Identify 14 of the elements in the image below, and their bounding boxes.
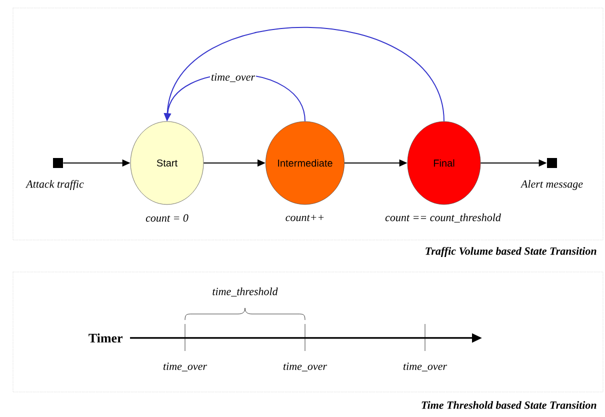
tick-label: time_over <box>164 362 208 372</box>
tick-label: time_over <box>284 362 328 372</box>
state-note: count++ <box>286 214 324 222</box>
edge-label: time_over <box>210 72 256 84</box>
state-note: count == count_threshold <box>385 213 501 222</box>
arrow <box>164 26 444 122</box>
brace-label: time_threshold <box>212 287 278 296</box>
axis-label: Timer <box>88 333 123 343</box>
state-note: count = 0 <box>146 214 188 222</box>
state-note: Attack traffic <box>26 180 84 190</box>
state-note: Alert message <box>520 180 583 190</box>
caption: Time Threshold based State Transition <box>422 401 596 409</box>
caption: Traffic Volume based State Transition <box>426 246 596 258</box>
tick-label: time_over <box>404 362 448 372</box>
